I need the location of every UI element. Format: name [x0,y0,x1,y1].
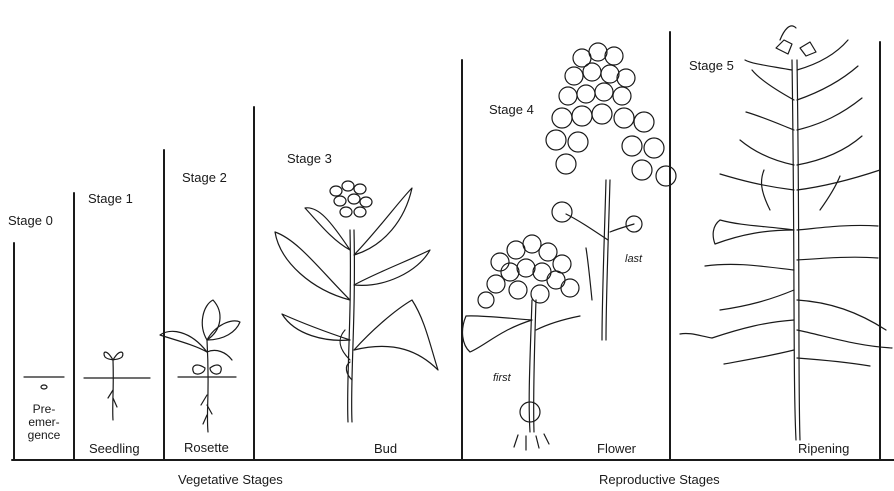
stage4-title: Stage 4 [489,102,534,117]
stage2-title: Stage 2 [182,170,227,185]
stage3-bud-illustration [275,181,438,422]
stage0-title: Stage 0 [8,213,53,228]
stage4-name: Flower [597,441,636,456]
stage1-name: Seedling [89,441,140,456]
stage2-name: Rosette [184,440,229,455]
stage0-seed-illustration [24,377,64,389]
stage3-name: Bud [374,441,397,456]
vegetative-stages-label: Vegetative Stages [178,472,283,487]
stage0-name: Pre- emer- gence [20,403,68,442]
stage0-name-line3: gence [20,429,68,442]
stage5-title: Stage 5 [689,58,734,73]
first-raceme-label: first [493,372,511,384]
stage1-title: Stage 1 [88,191,133,206]
last-raceme-label: last [625,253,642,265]
stage5-ripening-illustration [680,26,892,440]
stage2-rosette-illustration [160,300,240,432]
stage5-name: Ripening [798,441,849,456]
stage1-seedling-illustration [84,352,150,420]
stage3-title: Stage 3 [287,151,332,166]
reproductive-stages-label: Reproductive Stages [599,472,720,487]
